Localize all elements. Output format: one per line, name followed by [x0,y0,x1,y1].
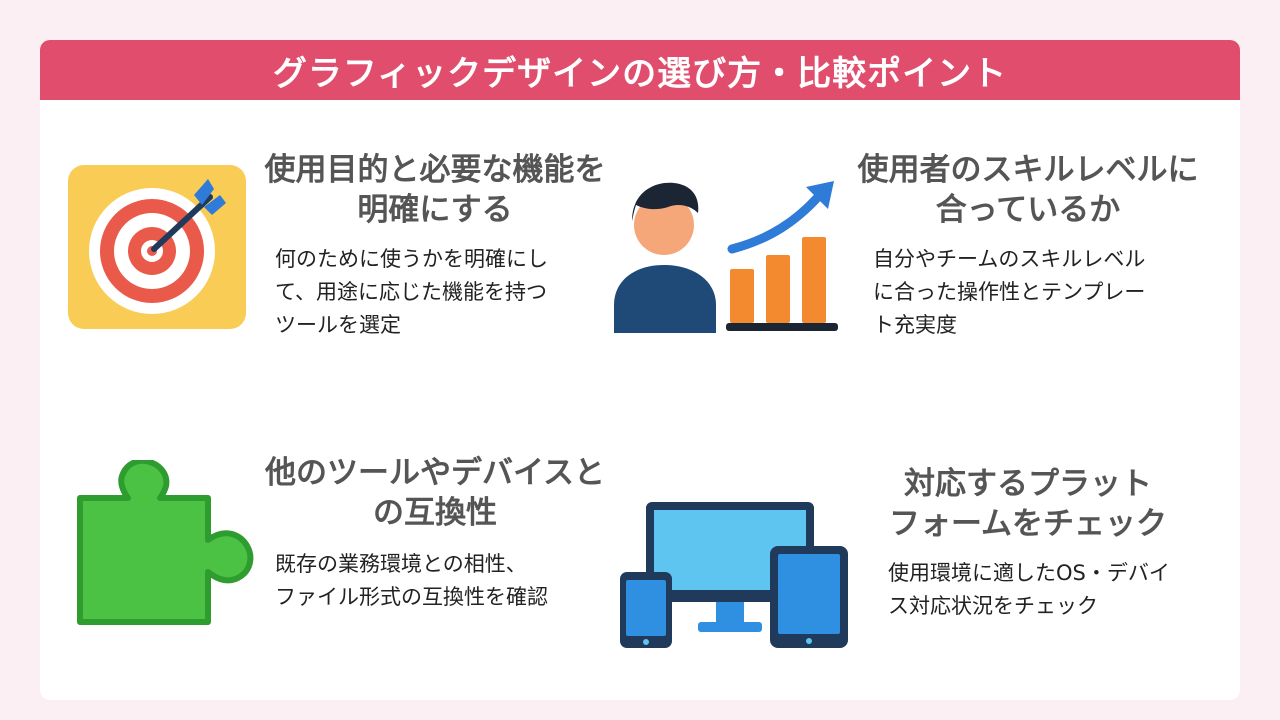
infographic-card: グラフィックデザインの選び方・比較ポイント 使用目的と必要な機能を 明確にする … [40,40,1240,700]
item-title-compatibility: 他のツールやデバイスと の互換性 [264,455,606,531]
user-growth-chart-icon [612,177,840,335]
target-icon [68,165,246,329]
header-banner: グラフィックデザインの選び方・比較ポイント [40,40,1240,100]
item-desc-compatibility: 既存の業務環境との相性、 ファイル形式の互換性を確認 [275,552,548,609]
devices-icon [620,498,850,650]
item-desc-purpose: 何のために使うかを明確にし て、用途に応じた機能を持つ ツールを選定 [275,247,548,337]
item-title-platform: 対応するプラット フォームをチェック [888,466,1168,542]
puzzle-piece-icon [70,457,260,650]
item-desc-skill: 自分やチームのスキルレベル に合った操作性とテンプレー ト充実度 [873,247,1146,337]
item-desc-platform: 使用環境に適したOS・デバイ ス対応状況をチェック [888,561,1170,618]
item-title-skill: 使用者のスキルレベルに 合っているか [857,152,1199,228]
item-title-purpose: 使用目的と必要な機能を 明確にする [264,152,606,228]
page-title: グラフィックデザインの選び方・比較ポイント [272,53,1008,94]
